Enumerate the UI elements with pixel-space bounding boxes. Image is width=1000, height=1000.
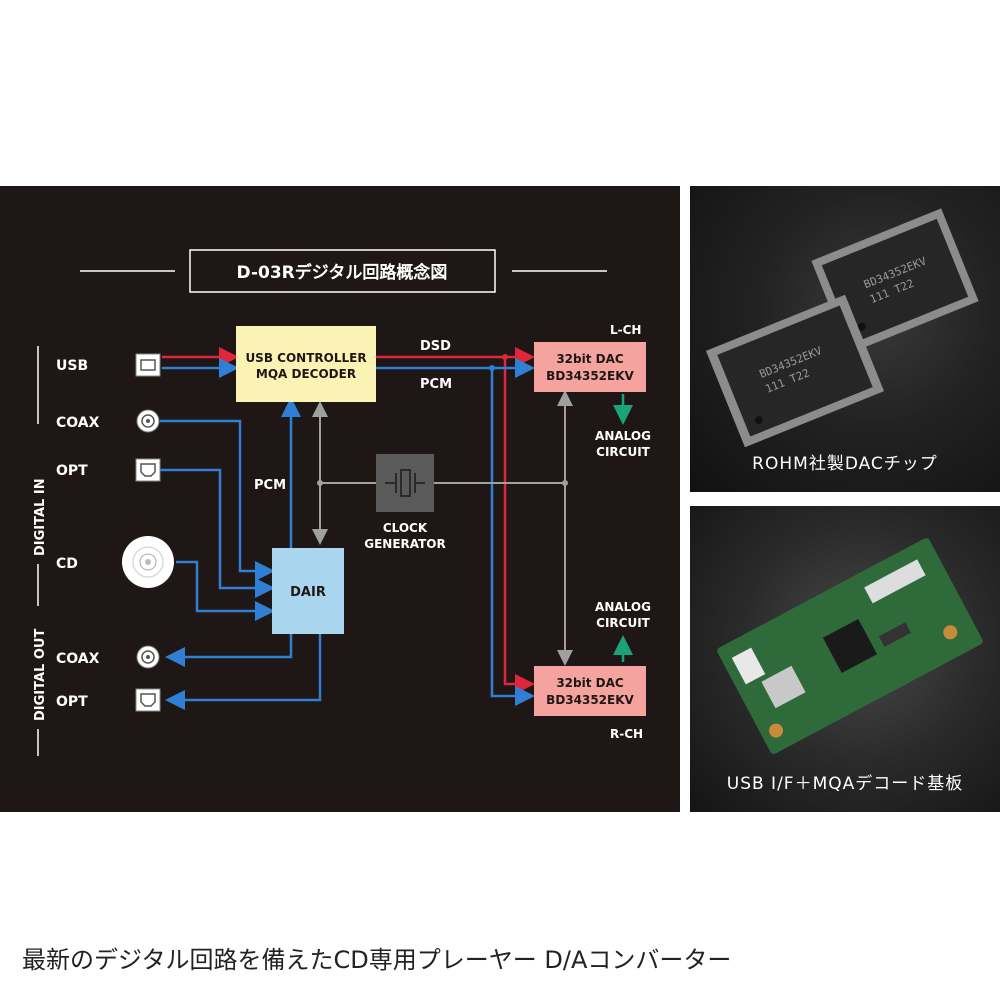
coax-out-jack-icon bbox=[136, 645, 160, 669]
output-label-opt: OPT bbox=[56, 694, 88, 710]
circuit-diagram-svg: D-03Rデジタル回路概念図 DIGITAL IN DIGITAL OUT US… bbox=[33, 249, 651, 756]
title-frame bbox=[189, 249, 496, 293]
output-label-coax: COAX bbox=[56, 651, 100, 667]
signal-label-dsd: DSD bbox=[420, 339, 451, 354]
dac-l-label-2: BD34352EKV bbox=[546, 369, 634, 383]
input-label-opt: OPT bbox=[56, 463, 88, 479]
analog-r-label-2: CIRCUIT bbox=[596, 616, 651, 630]
usb-board-photo: USB I/F＋MQAデコード基板 bbox=[690, 506, 1000, 812]
cd-disc-icon bbox=[122, 536, 174, 588]
coax-in-jack-icon bbox=[136, 409, 160, 433]
dac-r-label-2: BD34352EKV bbox=[546, 693, 634, 707]
clock-label-1: CLOCK bbox=[383, 521, 428, 535]
clock-label-2: GENERATOR bbox=[364, 537, 446, 551]
chip-lower: BD34352EKV 111 T22 bbox=[705, 294, 885, 448]
clock-junction-left bbox=[317, 480, 323, 486]
dair-box bbox=[272, 548, 344, 634]
dac-l-box bbox=[534, 342, 646, 392]
clock-lines bbox=[312, 390, 573, 666]
dac-chip-photo: BD34352EKV 111 T22 BD34352EKV 111 T22 RO… bbox=[690, 186, 1000, 492]
analog-l-label-1: ANALOG bbox=[595, 429, 651, 443]
dac-l-channel: L-CH bbox=[610, 323, 641, 337]
usb-port-icon bbox=[135, 353, 161, 377]
usb-controller-label-2: MQA DECODER bbox=[256, 367, 356, 381]
opt-in-port-icon bbox=[135, 458, 161, 482]
dac-l-label-1: 32bit DAC bbox=[556, 352, 624, 366]
dac-r-channel: R-CH bbox=[610, 727, 643, 741]
dac-r-box bbox=[534, 666, 646, 716]
analog-l-label-2: CIRCUIT bbox=[596, 445, 651, 459]
signal-label-pcm-mid: PCM bbox=[254, 478, 286, 493]
product-caption: 最新のデジタル回路を備えたCD専用プレーヤー D/Aコンバーター bbox=[22, 946, 732, 974]
opt-out-port-icon bbox=[135, 688, 161, 712]
dair-label: DAIR bbox=[290, 585, 326, 600]
input-label-cd: CD bbox=[56, 556, 78, 572]
signal-lines bbox=[160, 347, 535, 710]
diagram-title: D-03Rデジタル回路概念図 bbox=[237, 262, 448, 283]
board-photo-caption: USB I/F＋MQAデコード基板 bbox=[726, 774, 964, 794]
circuit-diagram: D-03Rデジタル回路概念図 DIGITAL IN DIGITAL OUT US… bbox=[0, 186, 680, 812]
chip-photo-caption: ROHM社製DACチップ bbox=[752, 454, 938, 474]
clock-junction-right bbox=[562, 480, 568, 486]
dac-r-label-1: 32bit DAC bbox=[556, 676, 624, 690]
usb-board bbox=[717, 538, 983, 754]
pcm-junction bbox=[489, 365, 495, 371]
section-digital-out: DIGITAL OUT bbox=[33, 629, 48, 721]
usb-controller-box bbox=[236, 326, 376, 402]
dsd-junction bbox=[502, 354, 508, 360]
input-label-coax: COAX bbox=[56, 415, 100, 431]
input-label-usb: USB bbox=[56, 358, 88, 374]
signal-label-pcm-top: PCM bbox=[420, 377, 452, 392]
crystal-oscillator-icon bbox=[376, 454, 434, 512]
section-digital-in: DIGITAL IN bbox=[33, 478, 48, 556]
usb-controller-label-1: USB CONTROLLER bbox=[245, 351, 366, 365]
analog-r-label-1: ANALOG bbox=[595, 600, 651, 614]
